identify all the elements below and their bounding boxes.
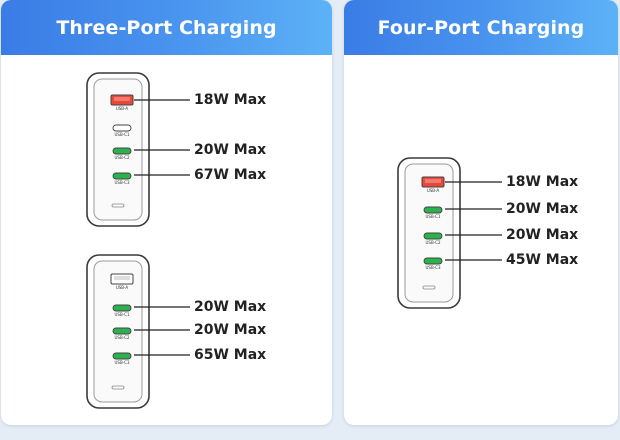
wattage-callout: 67W Max: [194, 167, 267, 183]
port-label: USB-A: [426, 188, 440, 193]
usb-c-port: [112, 147, 132, 155]
port-label: USB-C2: [114, 335, 130, 340]
usb-c-port: [423, 206, 443, 214]
usb-a-port-inner: [114, 97, 130, 101]
usb-c-port: [423, 257, 443, 265]
wattage-callout: 20W Max: [506, 201, 579, 217]
port-label: USB-C3: [425, 265, 441, 270]
wattage-callout: 18W Max: [194, 92, 267, 108]
port-label: USB-C1: [114, 312, 130, 317]
three-port-panel: Three-Port Charging: [1, 0, 332, 425]
port-label: USB-C3: [114, 180, 130, 185]
indicator-slot: [422, 285, 436, 290]
indicator-slot: [111, 203, 125, 208]
port-label: USB-C3: [114, 360, 130, 365]
port-label: USB-C2: [114, 155, 130, 160]
wattage-callout: 45W Max: [506, 252, 579, 268]
three-port-title: Three-Port Charging: [1, 0, 332, 55]
usb-a-port-inner: [114, 276, 130, 280]
usb-c-port: [112, 304, 132, 312]
wattage-callout: 65W Max: [194, 347, 267, 363]
usb-c-port: [112, 124, 132, 132]
wattage-callout: 20W Max: [194, 299, 267, 315]
port-label: USB-C1: [425, 214, 441, 219]
port-label: USB-A: [115, 285, 129, 290]
usb-c-port: [112, 172, 132, 180]
wattage-callout: 20W Max: [194, 142, 267, 158]
wattage-callout: 20W Max: [506, 227, 579, 243]
usb-a-port-inner: [425, 179, 441, 183]
wattage-callout: 18W Max: [506, 174, 579, 190]
four-port-panel: Four-Port Charging: [344, 0, 618, 425]
port-label: USB-C1: [114, 132, 130, 137]
usb-c-port: [112, 327, 132, 335]
usb-c-port: [112, 352, 132, 360]
four-port-title: Four-Port Charging: [344, 0, 618, 55]
port-label: USB-C2: [425, 240, 441, 245]
usb-c-port: [423, 232, 443, 240]
indicator-slot: [111, 385, 125, 390]
port-label: USB-A: [115, 106, 129, 111]
wattage-callout: 20W Max: [194, 322, 267, 338]
